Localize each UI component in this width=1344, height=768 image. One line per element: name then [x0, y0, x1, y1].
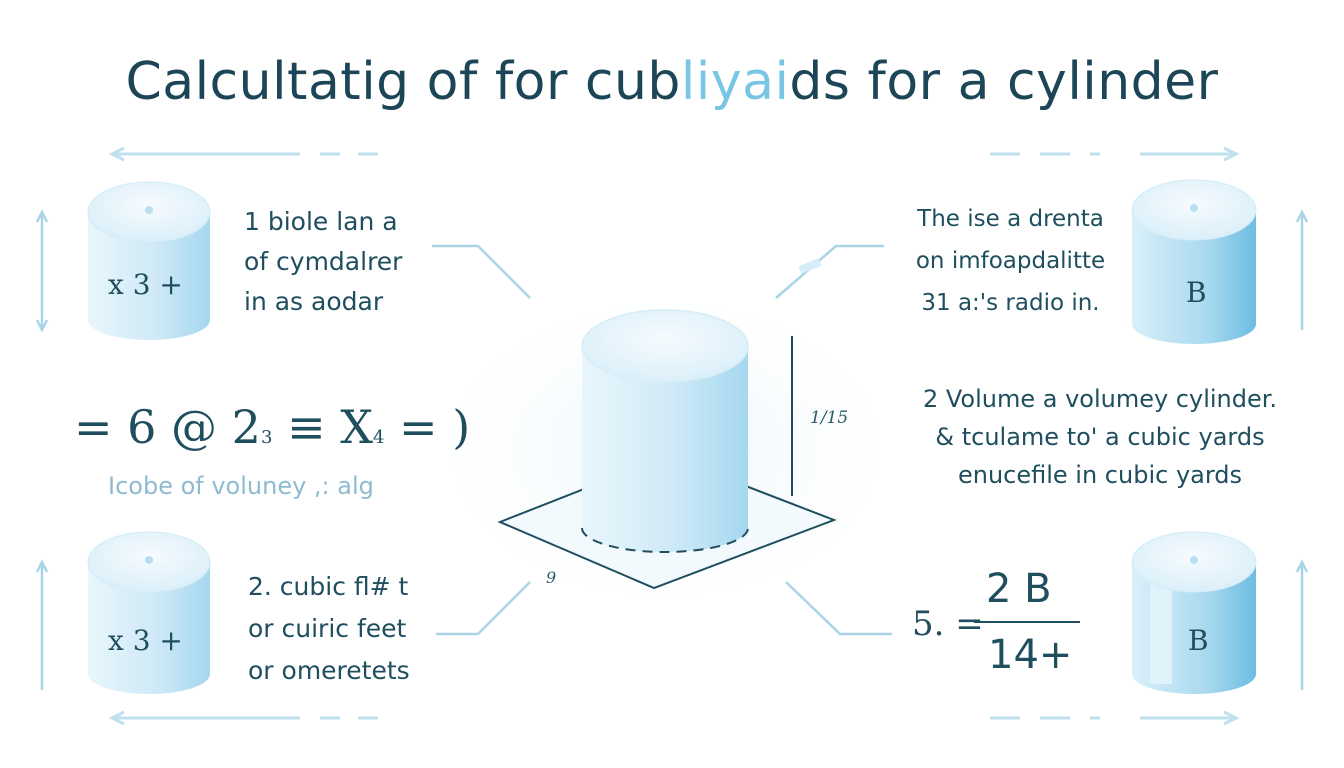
left-top-line-3: in as aodar	[244, 287, 384, 316]
left-bottom-cylinder-label: x 3 +	[108, 624, 183, 657]
title-part-1: Calcultatig of for cub	[125, 52, 681, 112]
cylinder-bottom-left	[87, 531, 211, 694]
cylinder-top-right	[1131, 179, 1257, 344]
eq-part-3: X	[340, 400, 373, 454]
right-top-line-2: on imfoapdalitte	[915, 248, 1106, 274]
left-top-line-2: of cymdalrer	[244, 247, 403, 276]
top-left-arrow	[108, 146, 380, 162]
left-caption: Icobe of voluney ,: alg	[108, 472, 374, 500]
right-mid-line-1: 2 Volume a volumey cylinder.	[922, 385, 1278, 413]
left-bottom-line-3: or omeretets	[248, 656, 410, 685]
title-part-2: ds for a cylinder	[789, 52, 1219, 112]
right-vertical-arrow-top	[1295, 209, 1309, 330]
eq-sub-2: 4	[372, 427, 385, 448]
left-bottom-line-1: 2. cubic fl# t	[248, 572, 409, 601]
center-base-label: 9	[546, 568, 557, 587]
right-mid-line-3: enucefile in cubic yards	[957, 461, 1243, 489]
cylinder-top-left	[87, 181, 211, 340]
right-top-text: The ise a drenta on imfoapdalitte 31 a:'…	[908, 198, 1113, 324]
top-right-arrow	[990, 146, 1240, 162]
right-bottom-cylinder-label: B	[1188, 624, 1209, 657]
right-vertical-arrow-bottom	[1295, 559, 1309, 690]
connector-lines	[432, 244, 892, 636]
left-top-text: 1 biole lan a of cymdalrer in as aodar	[244, 202, 402, 322]
fraction-bar	[974, 621, 1080, 623]
left-bottom-line-2: or cuiric feet	[248, 614, 407, 643]
left-vertical-arrow-bottom	[35, 559, 49, 690]
center-height-label: 1/15	[810, 408, 849, 428]
page-title: Calcultatig of for cubliyaids for a cyli…	[0, 52, 1344, 112]
title-glitch: liyai	[680, 52, 790, 112]
fraction-lhs: 5. =	[912, 604, 984, 644]
right-middle-text: 2 Volume a volumey cylinder. & tculame t…	[890, 380, 1310, 494]
right-top-cylinder-label: B	[1186, 276, 1207, 309]
bottom-right-arrow	[990, 710, 1240, 726]
left-equation: = 6 @ 23 ≡ X4 = )	[74, 400, 470, 454]
left-top-line-1: 1 biole lan a	[244, 207, 398, 236]
center-cylinder	[581, 309, 749, 553]
right-mid-line-2: & tculame to' a cubic yards	[935, 423, 1265, 451]
fraction-numerator: 2 B	[986, 566, 1052, 612]
eq-part-1: = 6 @ 2	[74, 400, 261, 454]
left-bottom-text: 2. cubic fl# t or cuiric feet or omerete…	[248, 566, 410, 692]
left-top-cylinder-label: x 3 +	[108, 268, 183, 301]
left-vertical-arrow-top	[35, 209, 49, 333]
bottom-left-arrow	[108, 710, 380, 726]
eq-part-2: ≡	[272, 400, 341, 454]
fraction-denominator: 14+	[988, 632, 1073, 678]
eq-sub-1: 3	[260, 427, 273, 448]
right-top-line-3: 31 a:'s radio in.	[921, 290, 1100, 316]
cylinder-bottom-right	[1131, 531, 1257, 694]
right-top-line-1: The ise a drenta	[917, 206, 1104, 232]
eq-part-4: = )	[384, 400, 471, 454]
